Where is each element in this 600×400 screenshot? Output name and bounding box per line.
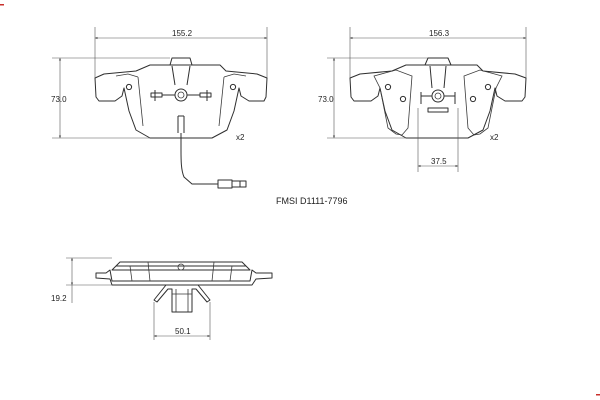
right-pad-spring	[420, 65, 456, 113]
edge-marker	[596, 394, 600, 396]
left-pad-center-clip	[177, 91, 185, 99]
right-pad-width-label: 156.3	[429, 29, 450, 38]
left-pad-friction-edge	[115, 73, 247, 127]
fmsi-label: FMSI D1111-7796	[276, 196, 348, 206]
right-pad-hole	[399, 95, 407, 103]
right-pad-height-label: 73.0	[318, 95, 334, 104]
right-pad-center-clip	[431, 89, 445, 103]
right-pad-quantity: x2	[490, 133, 499, 142]
left-pad-hole	[229, 83, 237, 91]
left-pad-backing-plate	[94, 64, 268, 139]
right-pad-center-clip	[434, 92, 442, 100]
right-pad-friction-segment	[373, 69, 413, 136]
left-pad-dimensions: 155.2 73.0	[51, 27, 268, 139]
side-view-friction-block	[111, 261, 251, 271]
right-pad-friction-segment	[463, 69, 503, 136]
side-view-pin	[177, 263, 185, 271]
side-view-segment-lines	[129, 261, 233, 282]
left-pad-center-clip	[174, 88, 188, 102]
clip-width-label: 50.1	[175, 327, 191, 336]
right-pad-hole	[384, 83, 392, 91]
left-brake-pad: x2	[94, 57, 268, 189]
left-pad-top-notch	[169, 57, 193, 66]
left-pad-spring	[150, 65, 212, 101]
side-view-dimensions: 19.2 50.1	[51, 257, 211, 340]
left-pad-sensor-connector	[217, 179, 247, 189]
left-pad-wear-sensor-wire	[177, 115, 218, 185]
right-brake-pad: x2	[349, 57, 527, 142]
left-pad-width-label: 155.2	[172, 29, 193, 38]
left-pad-hole	[125, 83, 133, 91]
right-pad-hole	[484, 83, 492, 91]
thickness-label: 19.2	[51, 294, 67, 303]
right-pad-inner-dim-label: 37.5	[431, 157, 447, 166]
edge-marker	[0, 4, 4, 6]
right-pad-top-notch	[424, 57, 452, 66]
left-pad-quantity: x2	[236, 133, 245, 142]
right-pad-backing-plate	[349, 64, 527, 139]
left-pad-height-label: 73.0	[51, 95, 67, 104]
side-view-backing-plate	[95, 269, 273, 286]
right-pad-hole	[469, 95, 477, 103]
right-pad-dimensions: 156.3 73.0 37.5	[318, 27, 527, 172]
side-view-clip	[153, 284, 211, 313]
side-view-clip-detail	[172, 289, 192, 312]
side-view-pad	[95, 261, 273, 313]
